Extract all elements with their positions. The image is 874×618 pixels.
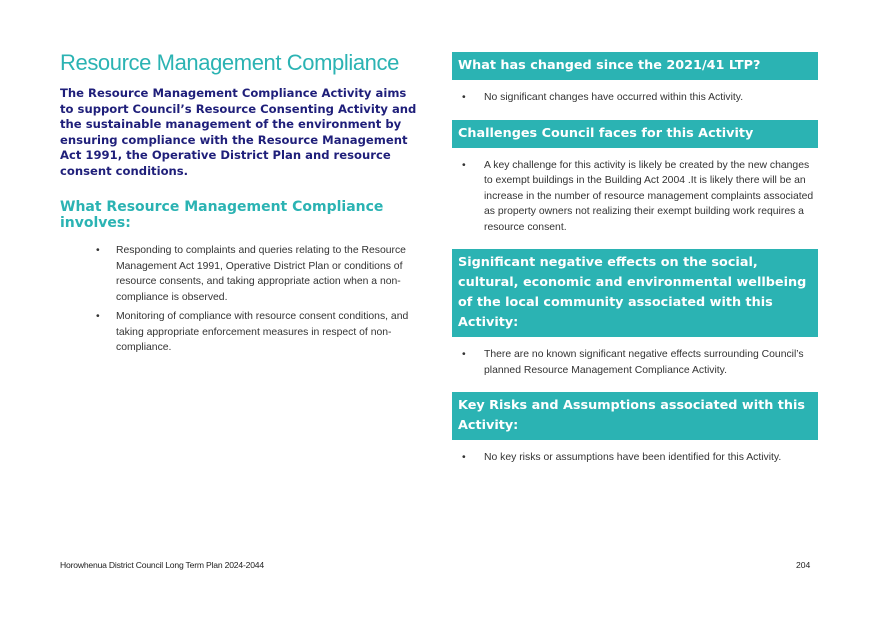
- section-heading: Key Risks and Assumptions associated wit…: [452, 392, 818, 440]
- section-changes: What has changed since the 2021/41 LTP? …: [452, 52, 818, 106]
- intro-paragraph: The Resource Management Compliance Activ…: [60, 86, 417, 178]
- involves-heading: What Resource Management Compliance invo…: [60, 199, 384, 231]
- involves-list: Responding to complaints and queries rel…: [96, 243, 420, 356]
- list-item: A key challenge for this activity is lik…: [462, 158, 818, 236]
- right-column: What has changed since the 2021/41 LTP? …: [452, 52, 818, 480]
- list-item: Responding to complaints and queries rel…: [96, 243, 420, 305]
- section-heading: Significant negative effects on the soci…: [452, 249, 818, 337]
- section-heading: What has changed since the 2021/41 LTP?: [452, 52, 818, 80]
- list-item: No key risks or assumptions have been id…: [462, 450, 818, 466]
- page-title: Resource Management Compliance: [60, 50, 399, 75]
- section-challenges: Challenges Council faces for this Activi…: [452, 119, 818, 236]
- list-item: Monitoring of compliance with resource c…: [96, 309, 420, 356]
- page-number: 204: [796, 560, 811, 570]
- section-heading: Challenges Council faces for this Activi…: [452, 119, 818, 148]
- section-negative-effects: Significant negative effects on the soci…: [452, 249, 818, 378]
- list-item: There are no known significant negative …: [462, 347, 818, 378]
- footer-document-title: Horowhenua District Council Long Term Pl…: [60, 560, 264, 570]
- left-column: Resource Management Compliance The Resou…: [60, 50, 420, 360]
- section-risks: Key Risks and Assumptions associated wit…: [452, 392, 818, 466]
- list-item: No significant changes have occurred wit…: [462, 90, 818, 106]
